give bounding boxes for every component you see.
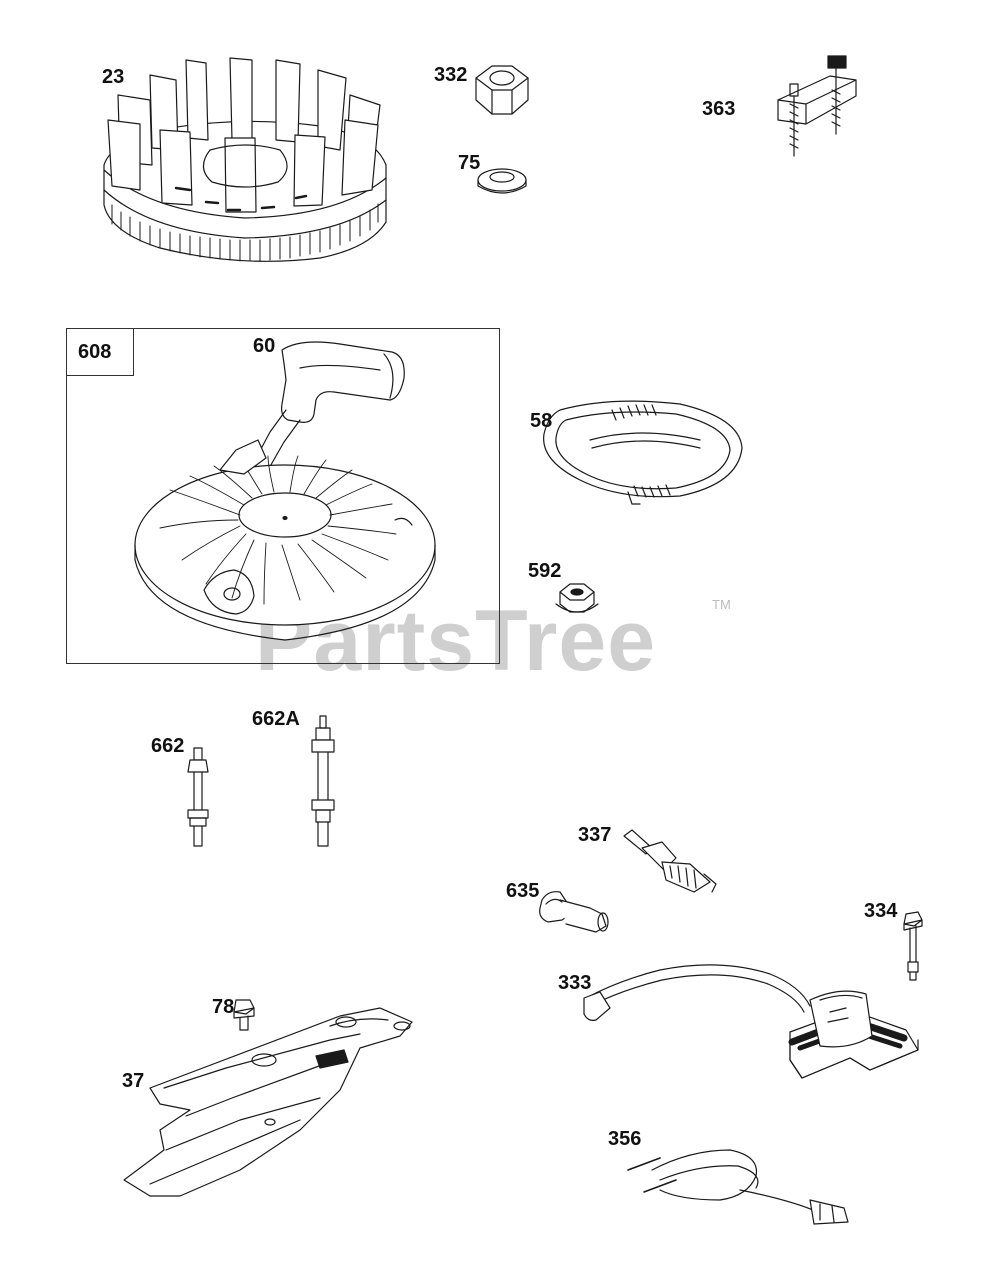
callout-333: 333 xyxy=(558,972,592,994)
callout-78: 78 xyxy=(212,996,235,1018)
callout-363: 363 xyxy=(702,98,736,120)
shield-bolt-part[interactable] xyxy=(234,1000,254,1030)
spark-plug-boot-part[interactable] xyxy=(540,892,608,932)
callout-23: 23 xyxy=(102,66,125,88)
callout-662: 662 xyxy=(151,735,185,757)
hex-nut-part[interactable] xyxy=(476,66,528,114)
callout-58: 58 xyxy=(530,410,553,432)
mounting-screw-part[interactable] xyxy=(904,912,922,980)
fuel-line-part[interactable] xyxy=(544,401,742,504)
ignition-armature-part[interactable] xyxy=(584,965,918,1078)
callout-60: 60 xyxy=(253,335,276,357)
assembly-group-label: 608 xyxy=(78,341,112,363)
callout-592: 592 xyxy=(528,560,562,582)
recoil-starter-part[interactable] xyxy=(135,440,435,640)
callout-37: 37 xyxy=(122,1070,145,1092)
flange-nut-part[interactable] xyxy=(556,584,598,612)
callout-75: 75 xyxy=(458,152,481,174)
assembly-group-box xyxy=(66,328,500,664)
stud-662-part[interactable] xyxy=(188,748,208,846)
ground-wire-part[interactable] xyxy=(628,1150,848,1224)
callout-337: 337 xyxy=(578,824,612,846)
callout-334: 334 xyxy=(864,900,898,922)
assembly-group-tag: 608 xyxy=(66,328,134,376)
washer-part[interactable] xyxy=(478,169,526,193)
callout-662a: 662A xyxy=(252,708,300,730)
callout-332: 332 xyxy=(434,64,468,86)
callout-635: 635 xyxy=(506,880,540,902)
starter-handle-part[interactable] xyxy=(248,342,404,470)
trademark-mark: TM xyxy=(712,597,731,612)
stud-662a-part[interactable] xyxy=(312,716,334,846)
flywheel-part[interactable] xyxy=(104,58,386,261)
engine-shield-part[interactable] xyxy=(124,1008,412,1196)
bracket-screw-part[interactable] xyxy=(778,56,856,156)
callout-356: 356 xyxy=(608,1128,642,1150)
spark-plug-part[interactable] xyxy=(624,830,716,892)
